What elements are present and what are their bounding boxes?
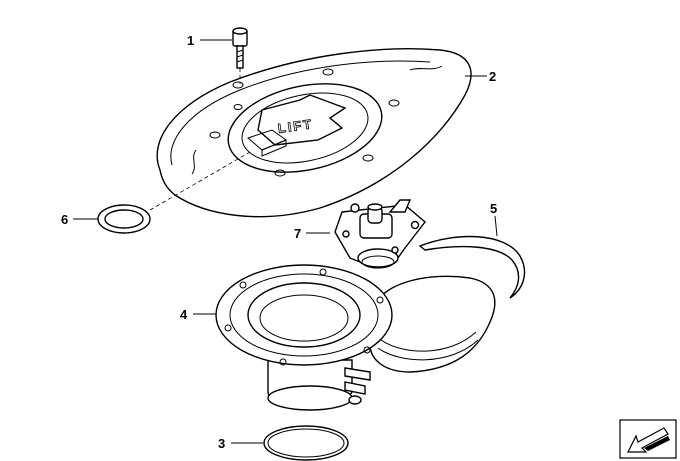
flange-holes [224,268,384,366]
callouts: 1 2 3 4 5 6 7 [61,33,497,451]
callout-1: 1 [187,33,194,48]
filler-housing [215,264,496,411]
mounting-holes [209,68,400,177]
callout-7: 7 [294,226,301,241]
arrow-down-left-icon [619,419,677,459]
callout-6: 6 [61,212,68,227]
bolt [232,27,248,84]
callout-3: 3 [218,436,225,451]
callout-2: 2 [489,69,496,84]
small-ring [97,151,251,234]
callout-4: 4 [180,307,188,322]
o-ring [263,425,349,461]
curved-strip [418,235,526,299]
lift-emboss: LIFT [277,116,314,136]
cover-plate: LIFT [156,48,472,218]
valve-unit [334,199,426,269]
callout-5: 5 [490,201,497,216]
leader-lines [73,39,498,444]
